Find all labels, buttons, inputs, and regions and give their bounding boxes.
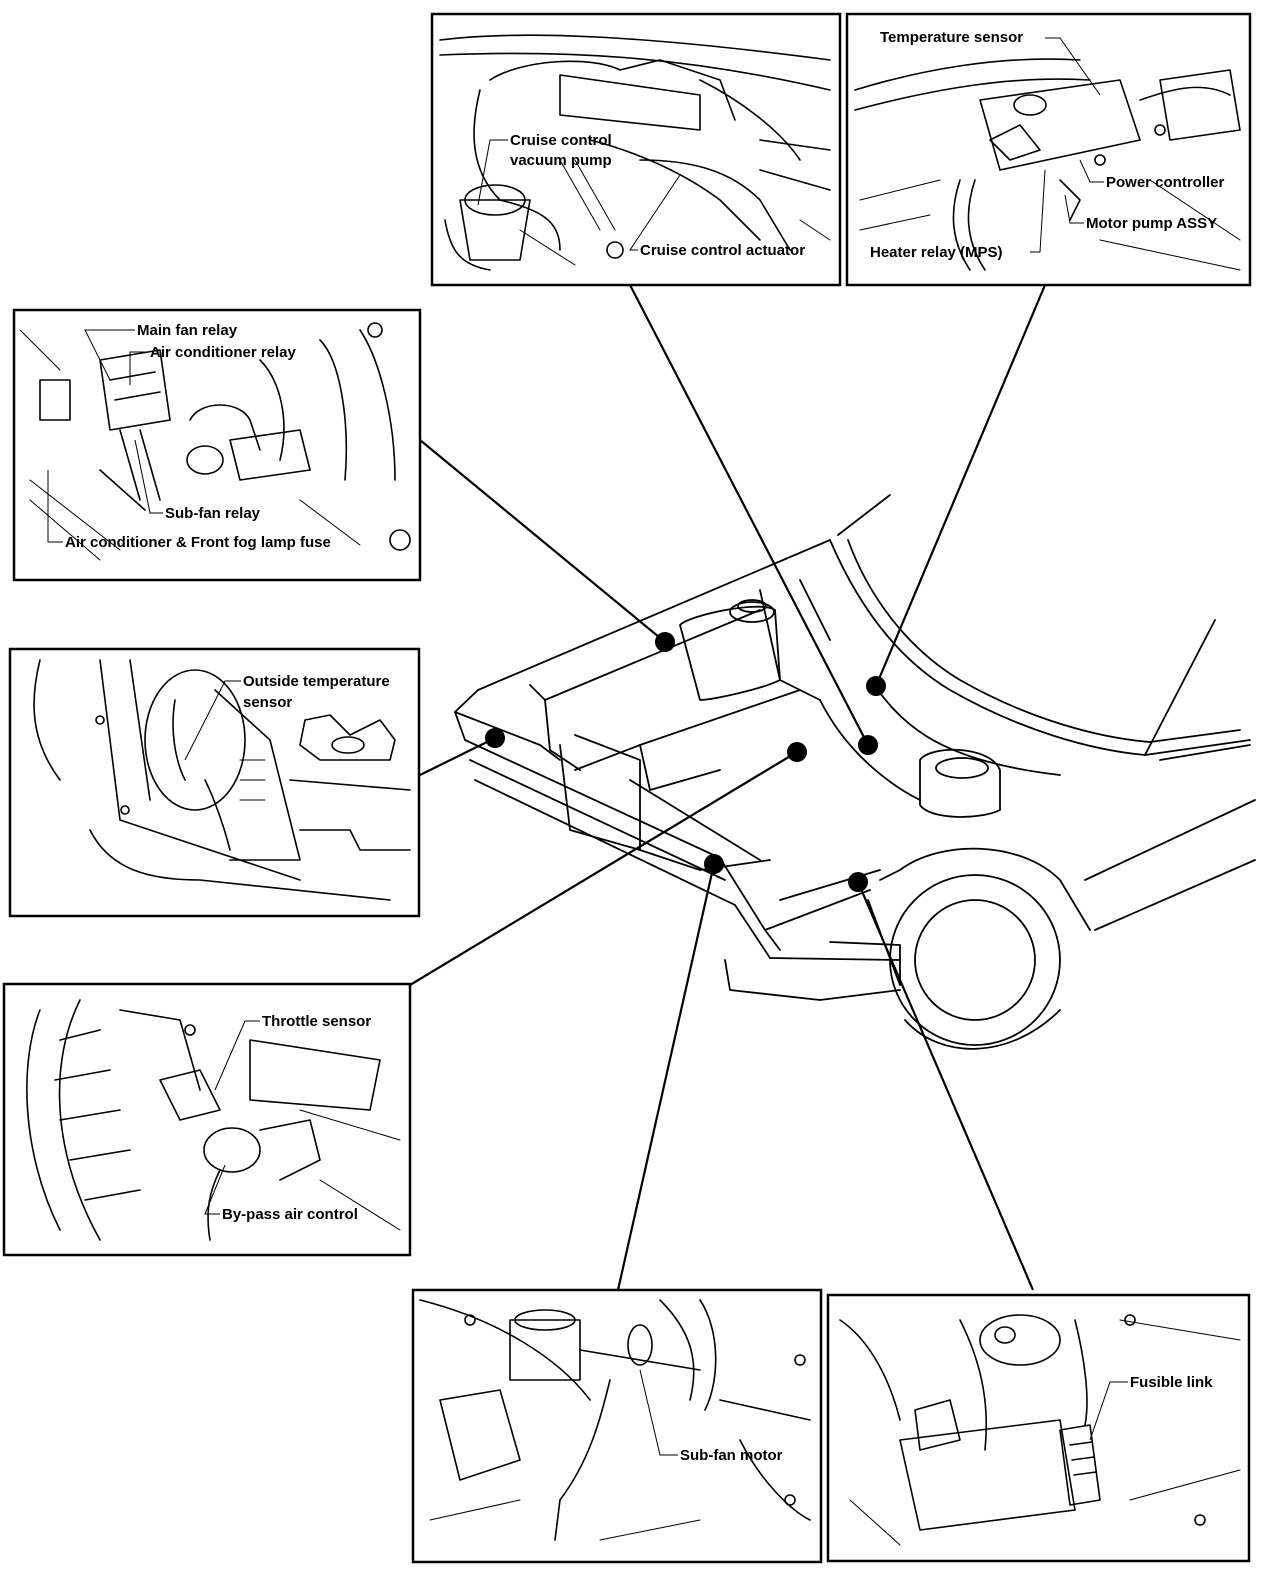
label-fusible-link: Fusible link [1130,1374,1213,1391]
panel-fusible-link: Fusible link [826,1293,1251,1563]
pointer-air-conditioner-relay [129,351,148,385]
panel-throttle-sensor: Throttle sensor By-pass air control [2,982,412,1257]
pointer-vacuum-pump [477,139,508,206]
label-temperature-sensor: Temperature sensor [880,29,1023,46]
car-body-illustration [454,494,1256,1050]
panel-throttle-sketch [26,999,401,1241]
dot-heater-location [866,676,886,696]
panel-fusible-sketch [839,1314,1241,1546]
panel-outside-temp-sketch [33,659,411,901]
pointer-outside-temp [184,680,241,761]
label-throttle-sensor: Throttle sensor [262,1013,371,1030]
panel-relays: Main fan relay Air conditioner relay Sub… [12,308,422,582]
dot-subfan-location [704,854,724,874]
dot-relay-location [655,632,675,652]
pointer-heater-relay [1030,169,1046,253]
label-ac-front-fog-lamp-fuse: Air conditioner & Front fog lamp fuse [65,534,331,551]
panel-outside-temperature-sensor: Outside temperature sensor [8,647,421,918]
dot-outside-temp-location [485,728,505,748]
location-dots [485,632,886,892]
label-heater-relay-mps: Heater relay (MPS) [870,244,1003,261]
leader-fusible-panel [856,881,1035,1291]
panel-sub-fan-motor: Sub-fan motor [411,1288,823,1564]
dot-throttle-location [787,742,807,762]
label-sub-fan-relay: Sub-fan relay [165,505,261,522]
pointer-by-pass-air-control [204,1164,226,1215]
leader-heater-panel [874,284,1047,687]
panel-relays-sketch [19,322,411,561]
panel-subfan-sketch [419,1299,811,1541]
label-by-pass-air-control: By-pass air control [222,1206,358,1223]
dot-fusible-location [848,872,868,892]
leader-cruise-panel [629,284,869,746]
pointer-fusible-link [1089,1381,1128,1441]
leader-subfan-panel [616,863,716,1291]
label-cruise-control-actuator: Cruise control actuator [640,242,805,259]
label-outside-temperature-sensor-line1: Outside temperature [243,673,390,690]
pointer-ac-fog-fuse [47,470,63,543]
panel-cruise-control: Cruise control vacuum pump Cruise contro… [430,12,842,287]
label-main-fan-relay: Main fan relay [137,322,238,339]
label-cruise-control-vacuum-pump-line2: vacuum pump [510,152,612,169]
leader-relay-panel [419,439,666,643]
pointer-actuator [629,174,681,251]
panel-heater-motor-pump: Temperature sensor Power controller Moto… [845,12,1252,287]
leader-outside-temp-panel [419,737,496,776]
label-power-controller: Power controller [1106,174,1225,191]
label-air-conditioner-relay: Air conditioner relay [150,344,297,361]
label-sub-fan-motor: Sub-fan motor [680,1447,783,1464]
pointer-power-controller [1079,159,1104,183]
pointer-throttle-sensor [214,1020,260,1091]
pointer-motor-pump [1064,194,1084,224]
leader-throttle-panel [409,751,798,986]
panel-heater-sketch [854,58,1241,271]
label-motor-pump-assy: Motor pump ASSY [1086,215,1217,232]
panel-cruise-sketch [439,34,831,271]
label-outside-temperature-sensor-line2: sensor [243,694,292,711]
dot-cruise-location [858,735,878,755]
label-cruise-control-vacuum-pump-line1: Cruise control [510,132,612,149]
pointer-sub-fan-motor [639,1369,678,1456]
leader-lines [409,284,1047,1291]
pointer-main-fan-relay [84,329,135,381]
pointer-sub-fan-relay [134,439,163,514]
pointer-temperature-sensor [1045,37,1101,96]
